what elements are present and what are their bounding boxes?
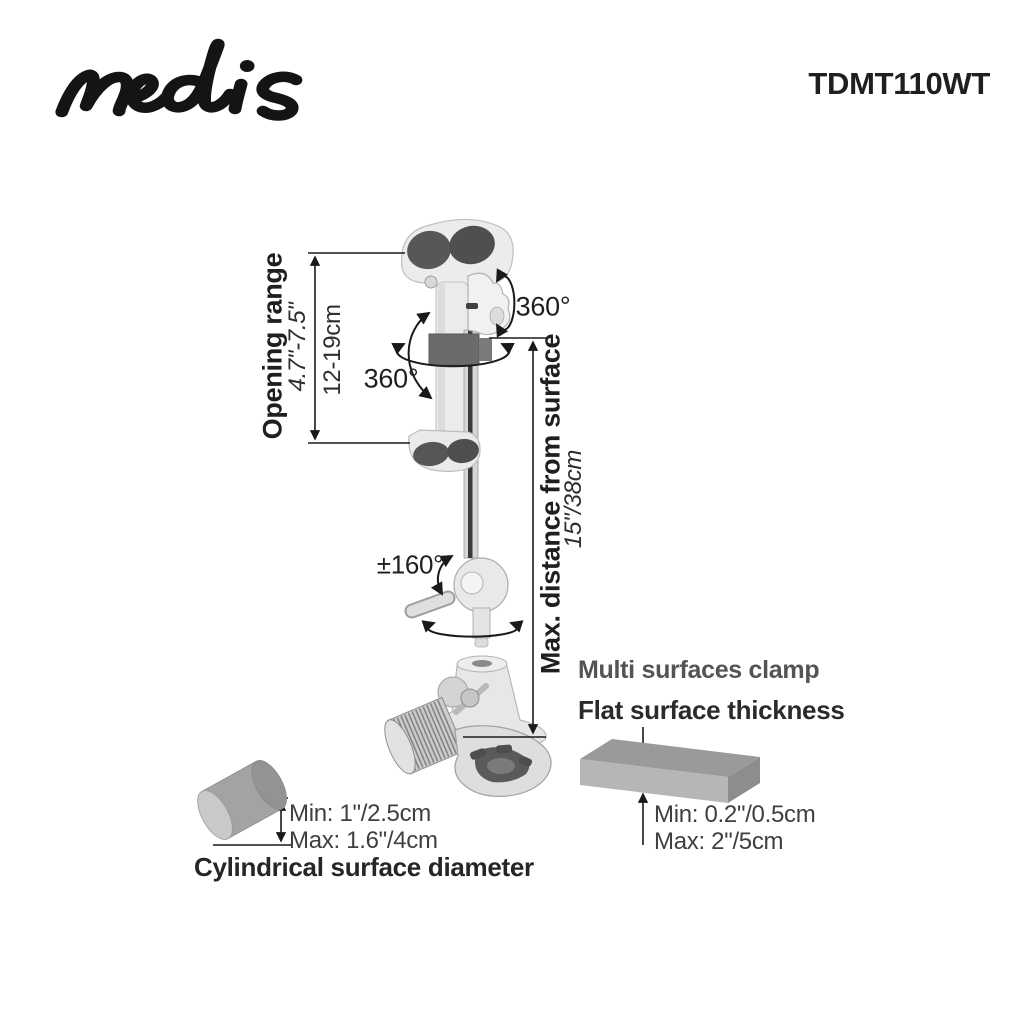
tilt-swing-arrow (407, 311, 433, 400)
cylindrical-surface-diameter-label: Cylindrical surface diameter (194, 852, 534, 882)
slab-illustration (580, 739, 760, 803)
ribbed-knob (384, 696, 466, 775)
rotation-arrows (391, 268, 524, 638)
clamp-base-illustration (384, 655, 552, 797)
wing-screw (460, 688, 480, 708)
tilt-joint-arrow (430, 555, 454, 596)
flat-max-label: Max: 2"/5cm (654, 828, 784, 855)
cylinder-min-label: Min: 1"/2.5cm (289, 800, 431, 827)
cylinder-max-label: Max: 1.6"/4cm (289, 827, 438, 854)
tilt-joint-illustration (404, 557, 509, 648)
nedis-logo (55, 38, 303, 121)
flat-surface-thickness-label: Flat surface thickness (578, 695, 845, 725)
max-distance-value: 15"/38cm (560, 449, 587, 549)
arm-screw (424, 275, 438, 289)
swivel-side-label: 360° (515, 291, 571, 322)
opening-range-inches: 4.7"-7.5" (284, 302, 311, 392)
nedis-logo-script (55, 38, 303, 121)
model-number: TDMT110WT (808, 66, 990, 101)
tilt-label: ±160° (376, 549, 444, 580)
flat-min-label: Min: 0.2"/0.5cm (654, 801, 816, 828)
opening-range-cm: 12-19cm (319, 304, 346, 396)
swivel-pole-arrow (391, 342, 515, 368)
cylinder-illustration (197, 760, 287, 840)
swivel-pole-label: 360° (363, 363, 419, 394)
swivel-side-arrow (496, 268, 516, 338)
tablet-holder-illustration (400, 218, 514, 559)
clamp-block (428, 333, 480, 366)
multi-surfaces-clamp-label: Multi surfaces clamp (578, 656, 820, 684)
base-rotate-arrow (421, 620, 524, 638)
